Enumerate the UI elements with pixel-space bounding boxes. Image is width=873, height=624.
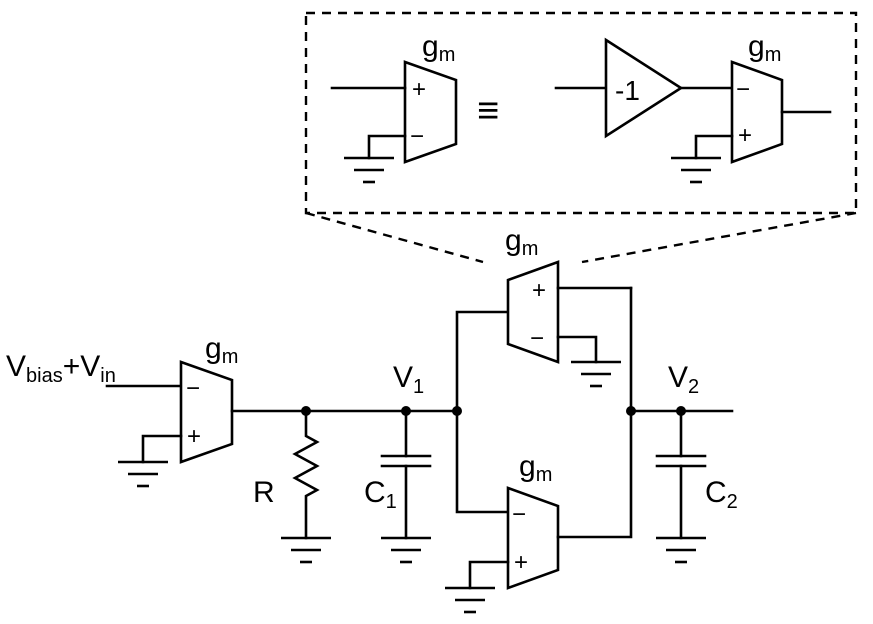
inset-amp-minus-sign: − [410, 123, 424, 150]
inset-gm-label-left: gm [422, 30, 455, 66]
input-label: Vbias+Vin [6, 350, 116, 387]
c1-label: C1 [364, 476, 397, 513]
input-amp-plus-sign: + [187, 423, 201, 450]
capacitor-c2 [655, 409, 707, 540]
top-gm-label: gm [505, 224, 538, 260]
v1-label: V1 [393, 361, 424, 398]
resistor-r [292, 409, 320, 540]
c2-label: C2 [705, 476, 738, 513]
v2-label: V2 [668, 361, 699, 398]
v2-bus [556, 286, 633, 539]
input-gm-amplifier: − + [105, 360, 234, 464]
top-amp-plus-sign: + [532, 277, 546, 304]
inset-box [304, 11, 858, 215]
inset-ground-2 [671, 156, 721, 184]
inverter-label: -1 [615, 75, 640, 106]
input-amp-ground [118, 460, 168, 488]
inset-leader-right [581, 211, 857, 264]
inset-leader-left [305, 211, 484, 264]
inset-amp-plus-sign: + [412, 76, 426, 103]
equivalence-symbol: ≡ [477, 90, 499, 132]
inset-amp2-minus-sign: − [736, 76, 750, 103]
resistor-ground [281, 536, 331, 564]
top-gm-amplifier: + − [506, 260, 633, 364]
c1-ground [381, 536, 431, 564]
bottom-amp-minus-sign: − [512, 501, 526, 528]
bottom-amp-plus-sign: + [514, 549, 528, 576]
c2-ground [656, 536, 706, 564]
input-amp-minus-sign: − [186, 375, 200, 402]
resistor-label: R [253, 476, 275, 509]
bottom-gm-label: gm [519, 450, 552, 486]
bottom-gm-amplifier: − + [468, 486, 560, 590]
bottom-amp-ground [445, 586, 495, 614]
inset-gm-label-right: gm [748, 30, 781, 66]
capacitor-c1 [380, 409, 432, 540]
top-amp-minus-sign: − [530, 325, 544, 352]
inset-gm-amplifier-inverted: − + [694, 60, 832, 164]
junction-v2-bus [626, 406, 636, 416]
v1-bus [455, 310, 510, 514]
inset-gm-amplifier: + − [330, 60, 458, 164]
inset-amp2-plus-sign: + [738, 122, 752, 149]
inset-ground-1 [344, 156, 394, 184]
inverter-buffer: -1 [554, 37, 734, 139]
top-amp-ground [571, 360, 621, 388]
input-gm-label: gm [205, 332, 238, 368]
